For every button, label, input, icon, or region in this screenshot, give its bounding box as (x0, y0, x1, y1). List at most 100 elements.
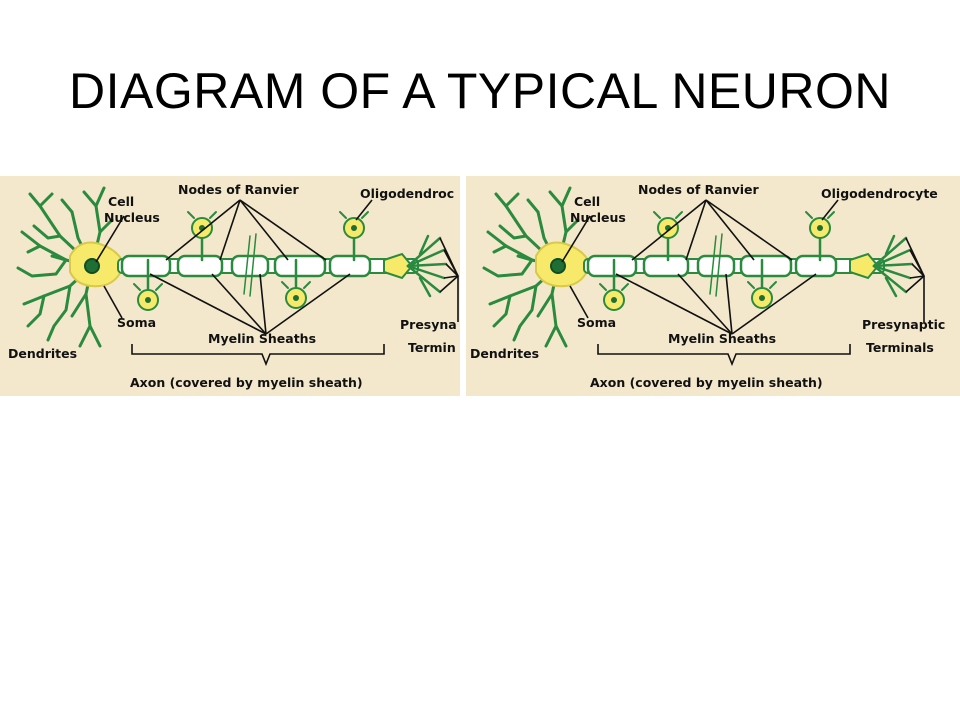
axon-break-mark (715, 233, 723, 297)
leader-line-myelin (211, 273, 267, 335)
oligodendrocyte-process (155, 283, 163, 291)
axon-break-mark (709, 235, 717, 295)
leader-line-nucleus (95, 215, 125, 263)
oligodendrocyte-process (133, 283, 141, 291)
oligodendrocyte-process (361, 211, 369, 219)
presynaptic-label: Presyna (400, 317, 457, 332)
dendrite-branch (26, 244, 42, 254)
terminals-label: Termin (408, 340, 456, 355)
nodes-of-ranvier-label: Nodes of Ranvier (178, 182, 300, 197)
oligodendrocyte-process (209, 211, 217, 219)
dendrites-label: Dendrites (8, 346, 77, 361)
dendrite-branch (492, 294, 512, 328)
leader-line-terminal (911, 263, 925, 277)
oligodendrocyte-nucleus (293, 295, 299, 301)
axon-bracket (131, 344, 385, 367)
dendrite-branch (498, 224, 528, 240)
axon-label: Axon (covered by myelin sheath) (590, 375, 823, 390)
cell-label: Cell (574, 194, 600, 209)
oligodendrocyte-process (769, 281, 777, 289)
leader-line-node (219, 199, 241, 261)
presynaptic-terminal-branch (872, 262, 914, 268)
presynaptic-terminal-branch (884, 276, 898, 298)
presynaptic-terminal-branch (406, 262, 448, 268)
leader-line-node (631, 199, 707, 261)
oligodendrocyte-process (675, 211, 683, 219)
dendrite-branch (516, 254, 534, 262)
oligodendrocyte-process (187, 211, 195, 219)
leader-line-terminal (909, 275, 925, 279)
leader-line-node (239, 199, 327, 261)
axon-hillock-terminal (849, 252, 880, 280)
dendrite-branch (60, 198, 74, 214)
oligodendrocyte-nucleus (351, 225, 357, 231)
dendrite-branch (46, 284, 72, 342)
leader-line-myelin (677, 273, 733, 335)
presynaptic-label: Presynaptic (862, 317, 945, 332)
oligodendrocyte-nucleus (759, 295, 765, 301)
dendrite-branch (38, 192, 54, 208)
leader-line-node (239, 199, 289, 261)
dendrite-branch (492, 244, 508, 254)
cell-label: Cell (108, 194, 134, 209)
presynaptic-terminal-branch (872, 264, 908, 294)
oligodendrocyte-process (653, 211, 661, 219)
oligodendrocyte-process (805, 211, 813, 219)
leader-line-soma (103, 285, 123, 319)
leader-line-terminal (443, 249, 459, 277)
neuron-illustration-right: Cell Nucleus Nodes of Ranvier Oligodendr… (470, 182, 945, 390)
terminals-label: Terminals (866, 340, 934, 355)
oligodendrocyte-process (747, 281, 755, 289)
presynaptic-terminal-branch (406, 264, 446, 280)
leader-line-myelin (149, 273, 267, 335)
axon-bracket (597, 344, 851, 367)
myelin-segment (696, 254, 736, 278)
oligodendrocyte-nucleus (145, 297, 151, 303)
oligodendrocyte-process (599, 283, 607, 291)
leader-line-node (705, 199, 755, 261)
dendrite-branch (536, 292, 554, 318)
axon-break-mark (249, 233, 257, 297)
dendrite-branch (482, 258, 534, 278)
leader-line-soma (569, 285, 589, 319)
presynaptic-terminal-branch (418, 234, 430, 256)
dendrite-branch (88, 324, 102, 348)
dendrite-branch (504, 192, 520, 208)
axon-label: Axon (covered by myelin sheath) (130, 375, 363, 390)
leader-line-oligodendrocyte (355, 199, 373, 221)
myelin-segment (794, 254, 838, 278)
presynaptic-terminal-branch (884, 234, 896, 256)
nucleus-label: Nucleus (570, 210, 626, 225)
myelin-segment (230, 254, 270, 278)
dendrite-branch (98, 218, 114, 234)
neuron-diagram-right: Cell Nucleus Nodes of Ranvier Oligodendr… (466, 176, 960, 396)
presynaptic-terminal-branch (418, 276, 432, 298)
leader-line-terminal (443, 275, 459, 279)
presynaptic-terminal-branch (872, 264, 912, 280)
dendrite-branch (32, 224, 62, 240)
presynaptic-terminal-branch (406, 248, 446, 268)
dendrite-branch (50, 254, 68, 262)
oligodendrocyte-process (827, 211, 835, 219)
leader-line-node (685, 199, 707, 261)
oligodendrocyte-nucleus (611, 297, 617, 303)
dendrite-branch (70, 292, 88, 318)
leader-line-node (165, 199, 241, 261)
neuron-illustration-left: Cell Nucleus Nodes of Ranvier Oligodendr… (8, 182, 459, 390)
nucleus-label: Nucleus (104, 210, 160, 225)
dendrite-branch (548, 190, 564, 208)
oligodendrocyte-nucleus (817, 225, 823, 231)
myelin-segment (273, 254, 327, 278)
myelin-sheaths-label: Myelin Sheaths (208, 331, 316, 346)
presynaptic-terminal-branch (872, 248, 912, 268)
dendrite-branch (554, 324, 568, 348)
leader-line-myelin (725, 273, 733, 335)
axon-hillock-terminal (383, 252, 414, 280)
oligodendrocyte-process (339, 211, 347, 219)
axon-break-mark (243, 235, 251, 295)
nucleus-dot (84, 258, 100, 274)
myelin-segment (120, 254, 172, 278)
leader-line-myelin (265, 273, 351, 335)
oligodendrocyte-label: Oligodendroc (360, 186, 454, 201)
presynaptic-terminal-branch (872, 236, 908, 268)
